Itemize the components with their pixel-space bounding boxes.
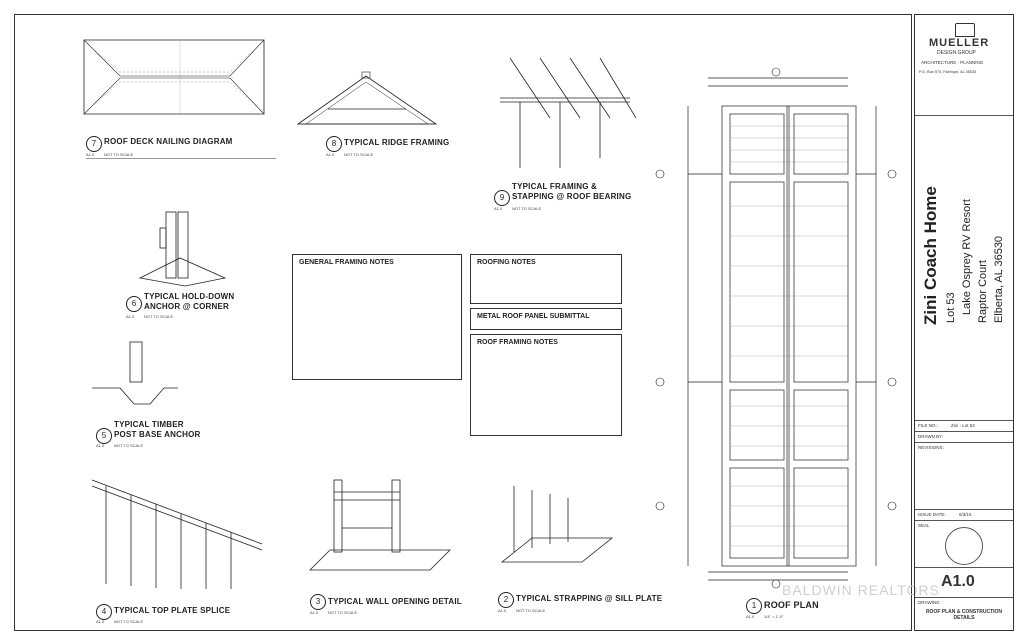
firm-services: ARCHITECTURE · PLANNING [921,60,984,65]
file-no-value: Zini - Lot 53 [951,423,975,428]
detail-3-title: TYPICAL WALL OPENING DETAIL [328,597,462,606]
general-framing-notes-title: GENERAL FRAMING NOTES [299,259,394,266]
detail-7-scale: NOT TO SCALE [104,152,134,157]
roofing-notes-title: ROOFING NOTES [477,259,536,266]
seal-label: SEAL [918,523,930,528]
tb-divider [915,420,1013,421]
detail-7-sheet: A1.0 [86,152,95,157]
detail-1-number: 1 [751,601,757,610]
drawn-by-label: DRAWN BY: [918,434,944,439]
detail-5-sheet: A1.0 [96,443,105,448]
detail-3-sheet: A1.0 [310,610,319,615]
detail-1-title: ROOF PLAN [764,600,819,610]
issue-date-label: ISSUE DATE: [918,512,946,517]
top-plate-splice-drawing [91,479,263,589]
drawing-label: DRAWING [918,600,940,605]
detail-2-sheet: A1.0 [498,608,507,613]
detail-5-tag: 5 [96,428,112,444]
detail-4-title: TYPICAL TOP PLATE SPLICE [114,606,231,615]
detail-6-tag: 6 [126,296,142,312]
detail-9-scale: NOT TO SCALE [512,206,542,211]
roof-deck-nailing-drawing [83,39,265,115]
roof-framing-notes: ROOF FRAMING NOTES [470,334,622,436]
detail-1-tag: 1 [746,598,762,614]
detail-3-tag: 3 [310,594,326,610]
timber-post-anchor-drawing [92,341,178,405]
detail-9-number: 9 [499,193,505,202]
tb-divider [915,567,1013,568]
roof-bearing-strapping-drawing [500,57,637,168]
detail-6-scale: NOT TO SCALE [144,314,174,319]
detail-7-title: ROOF DECK NAILING DIAGRAM [104,137,233,146]
detail-1-scale: 1/4" = 1'-0" [764,614,784,619]
detail-6-title-line2: ANCHOR @ CORNER [144,302,230,311]
roof-plan-drawing [655,67,897,589]
nailing-schedule-text [86,158,276,191]
title-block: MUELLER DESIGN GROUP ARCHITECTURE · PLAN… [914,14,1014,631]
project-street: Raptor Court [977,260,989,323]
detail-5-title-line1: TYPICAL TIMBER [114,420,184,429]
firm-subtitle: DESIGN GROUP [937,50,976,56]
detail-2-title: TYPICAL STRAPPING @ SILL PLATE [516,594,663,603]
detail-2-number: 2 [503,595,509,604]
detail-2-scale: NOT TO SCALE [516,608,546,613]
sheet-number: A1.0 [941,573,975,590]
issue-date-value: 6/3/15 [959,512,972,517]
roofing-notes: ROOFING NOTES [470,254,622,304]
detail-5-scale: NOT TO SCALE [114,443,144,448]
watermark: BALDWIN REALTORS [782,582,940,598]
detail-4-tag: 4 [96,604,112,620]
general-framing-notes: GENERAL FRAMING NOTES [292,254,462,380]
detail-7-number: 7 [91,139,97,148]
drawing-title: ROOF PLAN & CONSTRUCTION DETAILS [925,609,1003,621]
detail-5-number: 5 [101,431,107,440]
detail-7-tag: 7 [86,136,102,152]
tb-divider [915,442,1013,443]
detail-9-sheet: A1.0 [494,206,503,211]
tb-divider [915,115,1013,116]
detail-2-tag: 2 [498,592,514,608]
tb-divider [915,597,1013,598]
revisions-label: REVISIONS: [918,445,944,450]
seal-stamp-icon [945,527,983,565]
roof-framing-notes-title: ROOF FRAMING NOTES [477,339,558,346]
firm-logo-icon [955,23,975,37]
metal-roof-submittal: METAL ROOF PANEL SUBMITTAL [470,308,622,330]
ridge-framing-drawing [296,71,438,125]
detail-5-title-line2: POST BASE ANCHOR [114,430,201,439]
detail-6-number: 6 [131,299,137,308]
firm-name: MUELLER [929,37,990,49]
detail-8-scale: NOT TO SCALE [344,152,374,157]
project-lot: Lot 53 [945,292,957,323]
detail-4-sheet: A1.0 [96,619,105,624]
firm-address: P.O. Box 973, Fairhope, AL 36533 [919,70,977,74]
detail-1-sheet: A1.0 [746,614,755,619]
detail-9-title-line1: TYPICAL FRAMING & [512,182,598,191]
detail-8-number: 8 [331,139,337,148]
detail-4-number: 4 [101,607,107,616]
detail-4-scale: NOT TO SCALE [114,619,144,624]
detail-8-title: TYPICAL RIDGE FRAMING [344,138,450,147]
project-city: Elberta, AL 36530 [993,235,1005,323]
detail-8-tag: 8 [326,136,342,152]
drawing-sheet [14,14,912,631]
detail-9-title-line2: STAPPING @ ROOF BEARING [512,192,632,201]
project-name: Zini Coach Home [921,186,940,325]
wall-opening-drawing [309,479,451,571]
tb-divider [915,520,1013,521]
detail-9-tag: 9 [494,190,510,206]
detail-3-number: 3 [315,597,321,606]
tb-divider [915,431,1013,432]
sill-plate-drawing [500,486,614,563]
metal-roof-submittal-title: METAL ROOF PANEL SUBMITTAL [477,313,590,320]
project-resort: Lake Osprey RV Resort [961,199,973,315]
detail-6-title-line1: TYPICAL HOLD-DOWN [144,292,235,301]
detail-8-sheet: A1.0 [326,152,335,157]
file-no-label: FILE NO.: [918,423,939,428]
detail-3-scale: NOT TO SCALE [328,610,358,615]
hold-down-anchor-drawing [138,211,227,287]
detail-6-sheet: A1.0 [126,314,135,319]
tb-divider [915,509,1013,510]
